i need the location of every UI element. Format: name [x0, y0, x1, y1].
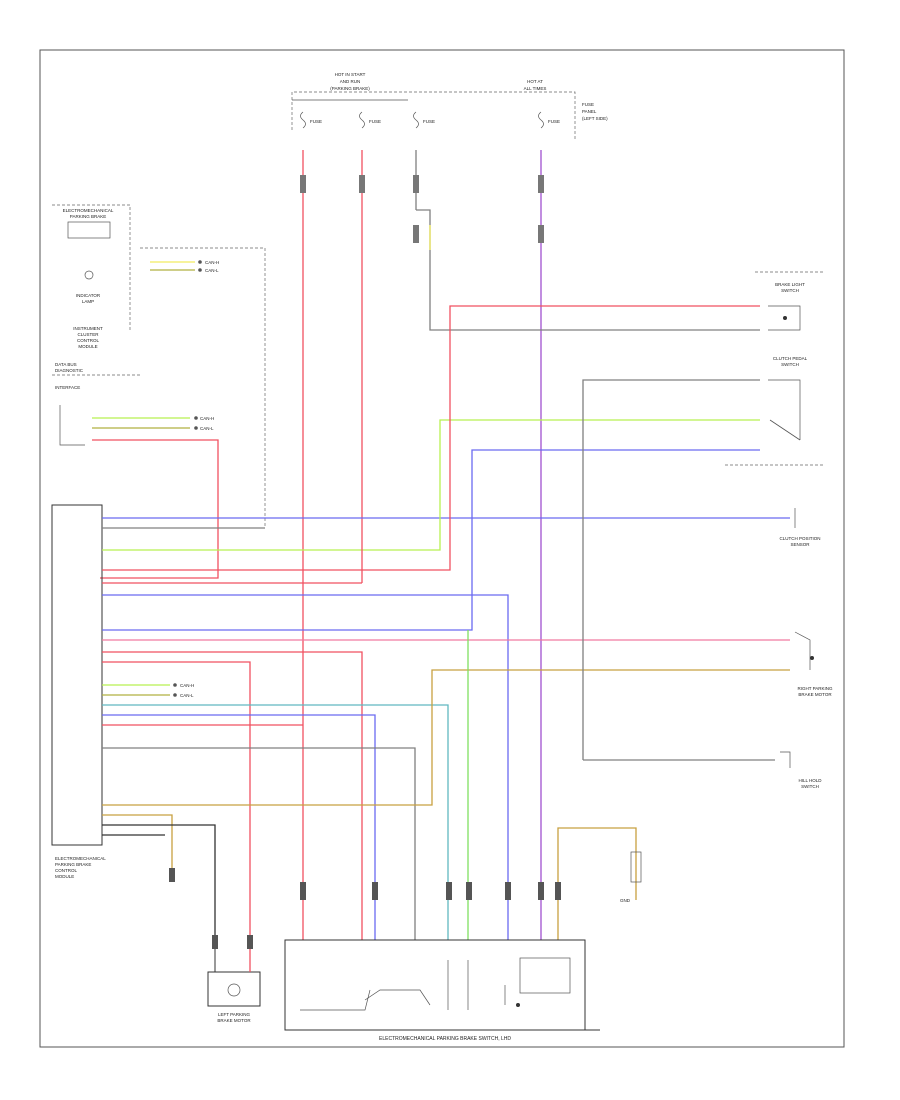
svg-text:INDICATOR: INDICATOR [76, 293, 101, 298]
svg-text:CAN-H: CAN-H [200, 416, 214, 421]
svg-text:GND: GND [620, 898, 631, 903]
svg-text:FUSE: FUSE [369, 119, 381, 124]
fuse-panel-hot-start-label-1: HOT IN START [335, 72, 366, 77]
switch-assembly-label: ELECTROMECHANICAL PARKING BRAKE SWITCH, … [379, 1036, 511, 1042]
svg-text:MODULE: MODULE [78, 344, 97, 349]
right-parking-brake-motor: RIGHT PARKING BRAKE MOTOR [794, 631, 833, 697]
svg-text:CAN-L: CAN-L [205, 268, 219, 273]
svg-text:CAN-H: CAN-H [205, 260, 219, 265]
module-wires: CAN-H CAN-L [102, 305, 790, 940]
svg-text:PARKING BRAKE: PARKING BRAKE [70, 214, 106, 219]
svg-text:CAN-H: CAN-H [180, 683, 194, 688]
svg-text:CLUSTER: CLUSTER [77, 332, 99, 337]
fuse-panel-hot-always-label-1: HOT AT [527, 79, 543, 84]
svg-text:BRAKE MOTOR: BRAKE MOTOR [217, 1018, 251, 1023]
svg-text:CAN-L: CAN-L [180, 693, 194, 698]
svg-text:SWITCH: SWITCH [781, 362, 799, 367]
svg-text:INTERFACE: INTERFACE [55, 385, 80, 390]
svg-text:CONTROL: CONTROL [55, 868, 77, 873]
svg-text:PARKING BRAKE: PARKING BRAKE [55, 862, 91, 867]
ground-point: GND [557, 827, 642, 940]
fuse-3: FUSE [413, 111, 435, 129]
svg-text:CAN-L: CAN-L [200, 426, 214, 431]
svg-text:BRAKE MOTOR: BRAKE MOTOR [798, 692, 832, 697]
fuse-4: FUSE [538, 111, 560, 129]
svg-text:MODULE: MODULE [55, 874, 74, 879]
svg-text:INSTRUMENT: INSTRUMENT [73, 326, 103, 331]
epb-control-module: ELECTROMECHANICAL PARKING BRAKE CONTROL … [51, 504, 106, 879]
svg-text:SWITCH: SWITCH [801, 784, 819, 789]
clutch-pedal-switch: CLUTCH PEDAL SWITCH [725, 356, 825, 466]
fuse-2: FUSE [359, 111, 381, 129]
hill-hold-switch: HILL HOLD SWITCH [780, 751, 822, 789]
left-parking-brake-motor: LEFT PARKING BRAKE MOTOR [169, 868, 261, 1023]
svg-text:FUSE: FUSE [548, 119, 560, 124]
svg-text:DATA BUS: DATA BUS [55, 362, 77, 367]
svg-text:RIGHT PARKING: RIGHT PARKING [797, 686, 833, 691]
svg-text:CONTROL: CONTROL [77, 338, 99, 343]
fuse-panel-side-label-3: (LEFT SIDE) [582, 116, 608, 121]
svg-text:CLUTCH PEDAL: CLUTCH PEDAL [773, 356, 808, 361]
svg-text:SWITCH: SWITCH [781, 288, 799, 293]
diagram-frame [39, 49, 845, 1048]
svg-text:DIAGNOSTIC: DIAGNOSTIC [55, 368, 84, 373]
svg-text:LAMP: LAMP [82, 299, 94, 304]
connector-markers [300, 175, 544, 243]
svg-text:HILL HOLD: HILL HOLD [798, 778, 822, 783]
fuse-panel-side-label-2: PANEL [582, 109, 597, 114]
epb-switch-assembly: ELECTROMECHANICAL PARKING BRAKE SWITCH, … [284, 882, 600, 1042]
svg-text:LEFT PARKING: LEFT PARKING [218, 1012, 251, 1017]
svg-text:BRAKE LIGHT: BRAKE LIGHT [775, 282, 805, 287]
fuse-panel-hot-start-label-2: AND RUN [340, 79, 361, 84]
data-bus-interface: DATA BUS DIAGNOSTIC INTERFACE CAN-H CAN-… [52, 362, 219, 579]
svg-text:FUSE: FUSE [310, 119, 322, 124]
svg-text:SENSOR: SENSOR [790, 542, 810, 547]
svg-text:ELECTROMECHANICAL: ELECTROMECHANICAL [63, 208, 114, 213]
fuse-panel-hot-always-label-2: ALL TIMES [524, 86, 547, 91]
fuse-panel-hot-start-label-3: (PARKING BRAKE) [330, 86, 370, 91]
svg-text:ELECTROMECHANICAL: ELECTROMECHANICAL [55, 856, 106, 861]
fuse-panel-side-label-1: FUSE [582, 102, 594, 107]
clutch-position-sensor: CLUTCH POSITION SENSOR [779, 508, 821, 547]
svg-text:FUSE: FUSE [423, 119, 435, 124]
epb-indicator-lamp: ELECTROMECHANICAL PARKING BRAKE INDICATO… [52, 204, 131, 330]
brake-light-switch: BRAKE LIGHT SWITCH [755, 271, 825, 331]
fuse-1: FUSE [300, 111, 322, 129]
fuse-panel: HOT IN START AND RUN (PARKING BRAKE) HOT… [291, 72, 608, 140]
svg-text:CLUTCH POSITION: CLUTCH POSITION [779, 536, 820, 541]
instrument-cluster: INSTRUMENT CLUSTER CONTROL MODULE CAN-H … [73, 247, 266, 528]
feed-wires [302, 150, 760, 940]
